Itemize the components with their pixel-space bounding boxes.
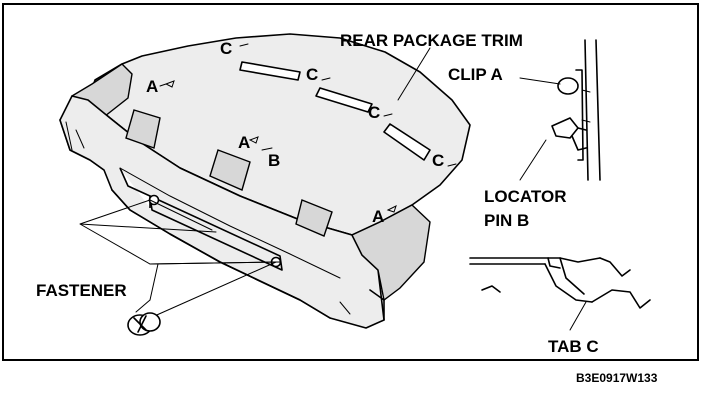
locator-label-line2: PIN B <box>484 211 529 230</box>
fastener-leaders <box>79 199 281 319</box>
tab-detail <box>469 257 651 331</box>
package-trim-panel <box>59 33 471 329</box>
fastener-icon <box>127 312 161 336</box>
title-leader <box>397 47 431 101</box>
callout-a-3: A <box>372 207 384 226</box>
clip-locator-detail <box>519 39 601 181</box>
figure-frame <box>2 3 699 361</box>
callout-c-4: C <box>432 151 444 170</box>
callout-c-2: C <box>306 65 318 84</box>
callout-c-1: C <box>220 39 232 58</box>
tab-c-label: TAB C <box>548 337 599 356</box>
locator-label-line1: LOCATOR <box>484 187 566 206</box>
clip-markers <box>159 43 457 213</box>
callout-c-3: C <box>368 103 380 122</box>
callout-a-1: A <box>146 77 158 96</box>
clip-a-label: CLIP A <box>448 65 503 84</box>
figure-code: B3E0917W133 <box>576 371 658 385</box>
callout-a-2: A <box>238 133 250 152</box>
callout-b: B <box>268 151 280 170</box>
fastener-label: FASTENER <box>36 281 127 300</box>
title-label: REAR PACKAGE TRIM <box>340 31 523 50</box>
